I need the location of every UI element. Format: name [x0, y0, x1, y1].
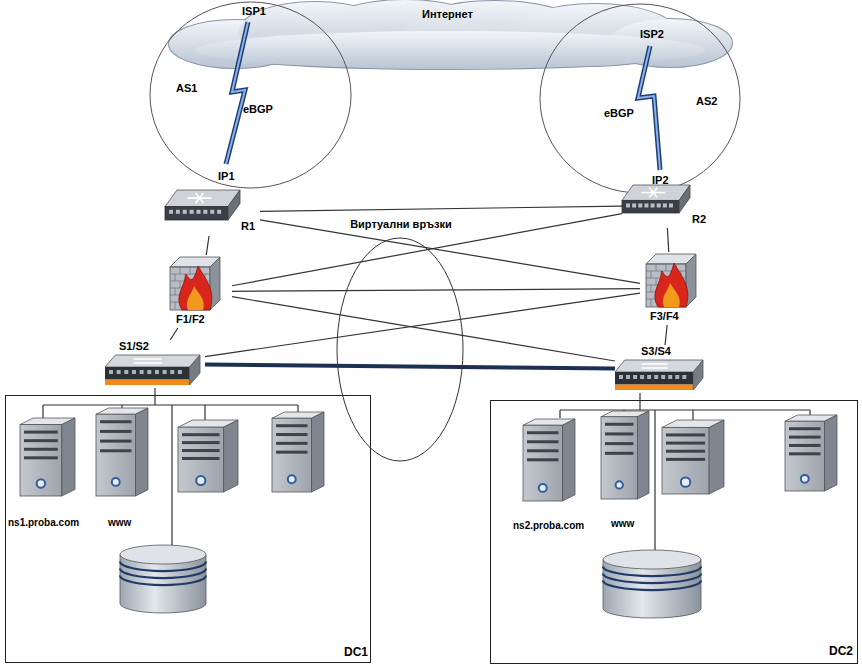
- server-icon: [523, 419, 575, 501]
- bus-wire: [154, 388, 155, 405]
- server-icon: [96, 408, 148, 496]
- server: www: [599, 411, 655, 539]
- server-icon: [523, 419, 575, 501]
- network-link: [667, 228, 668, 252]
- network-link: [232, 297, 615, 361]
- switch-icon: [105, 355, 200, 385]
- database-icon: [603, 550, 701, 618]
- virtual-links-oval-icon: [335, 236, 465, 463]
- bus-wire: [809, 410, 810, 415]
- bus-wire: [297, 405, 298, 412]
- server-icon: [662, 420, 724, 494]
- server-icon: [272, 412, 324, 492]
- node-label: eBGP: [243, 103, 273, 116]
- node-label: S1/S2: [119, 340, 149, 353]
- server-icon: [20, 418, 75, 496]
- node-label: eBGP: [604, 107, 634, 120]
- node-label: F3/F4: [650, 310, 679, 323]
- node-label: R1: [241, 220, 255, 233]
- node-label: AS1: [176, 82, 197, 95]
- switch: S3/S4: [615, 345, 710, 393]
- node-label: F1/F2: [176, 313, 205, 326]
- datacenter-box: DC2 ns2.proba.com www: [490, 400, 858, 664]
- server: www: [94, 408, 154, 536]
- network-link: [170, 328, 178, 340]
- firewall: F1/F2: [170, 255, 232, 328]
- as-circle: ISP2 eBGP AS2IP2: [538, 2, 742, 195]
- trunk-link: [205, 364, 615, 368]
- node-label: IP2: [652, 174, 669, 187]
- node-label: ISP1: [242, 5, 266, 18]
- bus-wire: [121, 405, 122, 408]
- firewall: F3/F4: [640, 252, 702, 325]
- router-icon: [622, 185, 690, 213]
- firewall-icon: [170, 255, 220, 310]
- bus-wire: [559, 410, 560, 418]
- node-label: Виртуални връзки: [335, 218, 467, 231]
- node-label: R2: [692, 213, 706, 226]
- server-icon: [601, 411, 649, 499]
- bus-wire: [654, 410, 655, 552]
- router: R1: [165, 188, 260, 236]
- as-circle-icon: [148, 0, 353, 190]
- node-label: S3/S4: [641, 345, 671, 358]
- bus-wire: [692, 410, 693, 420]
- server-icon: [20, 418, 75, 496]
- node-label: Интернет: [422, 8, 473, 21]
- node-label: ns1.proba.com: [8, 516, 79, 529]
- switch-icon: [615, 360, 703, 390]
- bus-wire: [639, 393, 640, 410]
- network-link: [232, 289, 640, 292]
- bus-wire: [171, 405, 172, 547]
- switch: S1/S2: [105, 340, 205, 388]
- network-link: [665, 325, 667, 345]
- firewall-icon: [646, 252, 696, 307]
- node-label: AS2: [696, 95, 717, 108]
- server: ns2.proba.com: [513, 419, 595, 539]
- network-link: [205, 293, 640, 357]
- server-icon: [96, 408, 148, 496]
- network-link: [260, 206, 622, 211]
- virtual-links-oval: Виртуални връзки: [335, 218, 467, 463]
- server-icon: [178, 420, 238, 492]
- as-circle: ISP1AS1 eBGP IP1: [148, 0, 353, 190]
- server: ns1.proba.com: [8, 418, 92, 536]
- network-link: [206, 236, 209, 255]
- node-label: www: [108, 516, 131, 529]
- bus-wire: [42, 405, 43, 418]
- bus-wire: [204, 405, 205, 420]
- node-label: ns2.proba.com: [513, 519, 584, 532]
- node-label: ISP2: [640, 28, 664, 41]
- router-icon: [165, 190, 240, 220]
- node-label: www: [611, 517, 634, 530]
- node-label: DC2: [829, 645, 853, 658]
- network-link: [232, 214, 622, 286]
- server-icon: [785, 415, 837, 491]
- database-icon: [120, 545, 206, 613]
- server-icon: [601, 411, 649, 499]
- bus-wire: [43, 404, 298, 405]
- node-label: DC1: [344, 646, 368, 659]
- bus-wire: [560, 409, 810, 410]
- datacenter-box: DC1 ns1.proba.com www: [5, 395, 371, 663]
- node-label: IP1: [218, 170, 235, 183]
- router: R2: [622, 183, 710, 228]
